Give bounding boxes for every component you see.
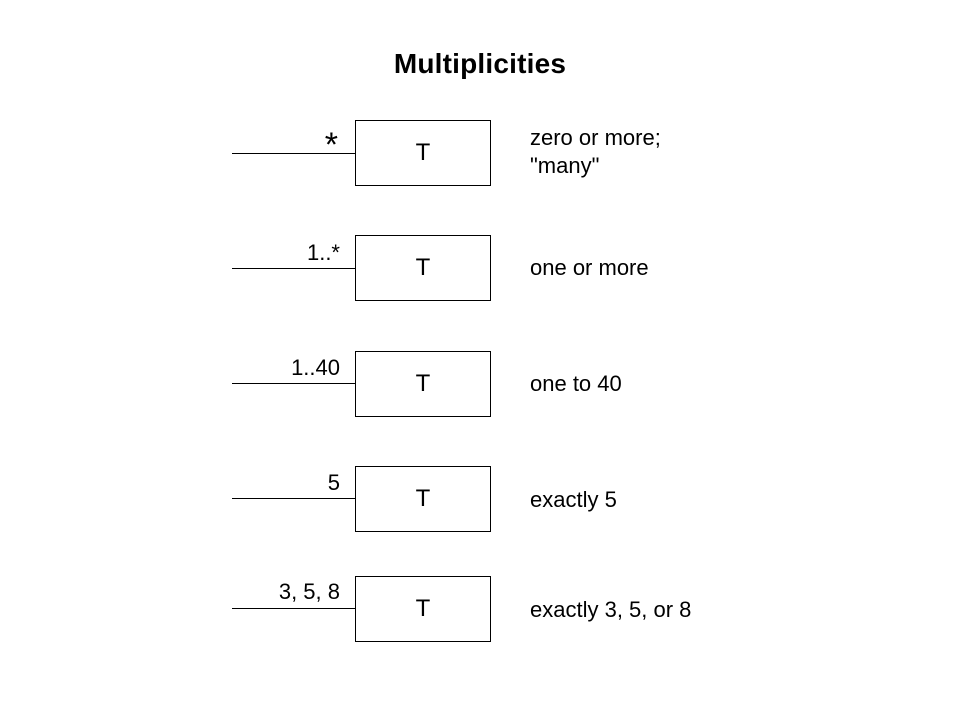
multiplicity-row-one-or-more: 1..* T one or more (0, 234, 960, 304)
association-line (232, 498, 356, 499)
multiplicity-row-exactly-3-5-or-8: 3, 5, 8 T exactly 3, 5, or 8 (0, 575, 960, 645)
multiplicity-row-one-to-40: 1..40 T one to 40 (0, 350, 960, 420)
class-box: T (355, 576, 491, 642)
multiplicity-label: * (324, 126, 338, 164)
class-box: T (355, 235, 491, 301)
page-title: Multiplicities (393, 48, 567, 79)
multiplicity-description: zero or more; "many" (530, 125, 661, 178)
class-box: T (355, 351, 491, 417)
multiplicity-row-exactly-5: 5 T exactly 5 (0, 465, 960, 535)
association-line (232, 608, 356, 609)
class-name: T (415, 254, 431, 281)
class-name: T (415, 595, 431, 622)
multiplicity-label: 1..* (306, 240, 340, 265)
association-line (232, 153, 356, 154)
class-name: T (415, 139, 431, 166)
multiplicity-description: one or more (530, 255, 649, 280)
class-box: T (355, 120, 491, 186)
multiplicity-label: 5 (327, 470, 340, 495)
class-box: T (355, 466, 491, 532)
multiplicity-label: 1..40 (291, 355, 340, 380)
class-name: T (415, 485, 431, 512)
multiplicity-description: exactly 5 (530, 487, 617, 512)
association-line (232, 383, 356, 384)
association-line (232, 268, 356, 269)
multiplicity-label: 3, 5, 8 (278, 579, 340, 604)
multiplicity-row-zero-or-more: * T zero or more; "many" (0, 118, 960, 188)
multiplicity-description: one to 40 (530, 371, 622, 396)
class-name: T (415, 370, 431, 397)
multiplicity-description: exactly 3, 5, or 8 (530, 597, 692, 622)
